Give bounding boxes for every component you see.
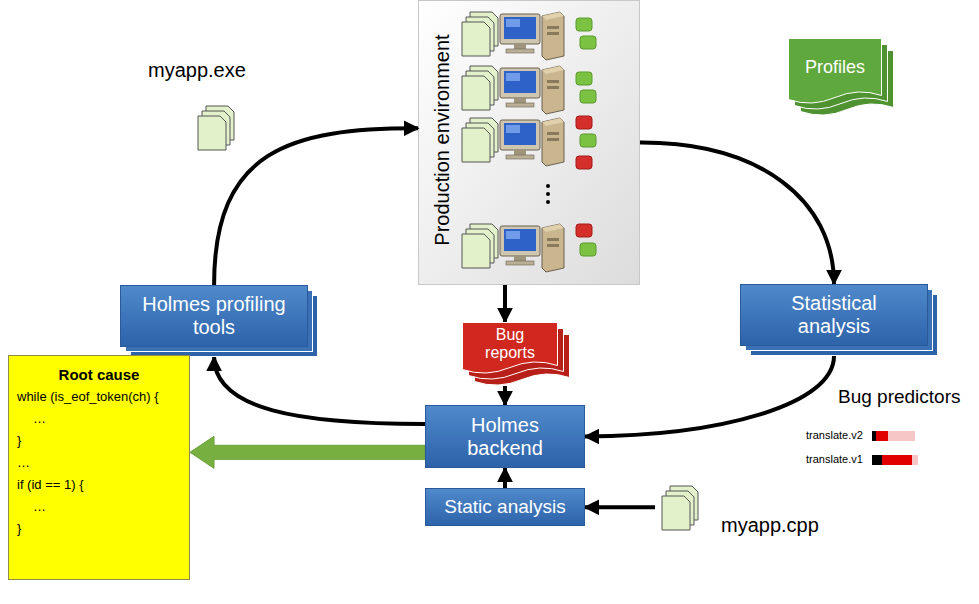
document-label: Profiles xyxy=(805,57,865,78)
result-arrow xyxy=(190,436,425,468)
flow-arrow xyxy=(585,356,834,437)
flow-arrow xyxy=(214,357,425,424)
box-heading: Root cause xyxy=(17,364,181,386)
legend-heading: Bug predictors xyxy=(838,386,961,408)
document-label: Bug reports xyxy=(474,326,546,363)
code-line: while (is_eof_token(ch) { xyxy=(17,386,181,408)
text-area: Profiles xyxy=(788,38,882,96)
process-box: Holmes profiling tools xyxy=(120,285,318,357)
code-line: if (id == 1) { xyxy=(17,474,181,496)
code-line: } xyxy=(17,430,181,452)
environment-panel: Production environment xyxy=(418,0,640,285)
profiles-document: Profiles xyxy=(788,38,894,116)
root-cause-box: Root causewhile (is_eof_token(ch) {…}…if… xyxy=(8,355,190,580)
code-line: } xyxy=(17,518,181,540)
flow-arrow xyxy=(503,386,507,405)
text-area: Holmes backend xyxy=(425,405,585,468)
flow-arrow xyxy=(214,128,418,285)
text-area: Holmes profiling tools xyxy=(120,285,308,347)
text-area: Statistical analysis xyxy=(740,284,928,346)
code-line: … xyxy=(17,496,181,518)
box-label: Statistical analysis xyxy=(754,292,914,338)
box-label: Static analysis xyxy=(444,496,565,518)
file-name: myapp.cpp xyxy=(721,514,819,537)
flow-arrow xyxy=(640,142,834,284)
process-box: Static analysis xyxy=(425,488,585,526)
file-icon: myapp.exe xyxy=(140,55,260,155)
bug-reports-document: Bug reports xyxy=(462,322,570,386)
process-box: Holmes backend xyxy=(425,405,585,468)
box-label: Holmes profiling tools xyxy=(134,293,294,339)
flow-arrow xyxy=(503,468,507,488)
text-area: Bug reports xyxy=(462,322,558,366)
code-line: … xyxy=(17,408,181,430)
box-label: Holmes backend xyxy=(437,414,573,460)
code-line: … xyxy=(17,452,181,474)
bar-label: translate.v2 xyxy=(806,429,863,441)
vertical-label: Production environment xyxy=(430,5,454,275)
file-icon: myapp.cpp xyxy=(655,480,835,558)
process-box: Statistical analysis xyxy=(740,284,938,356)
bar-label: translate.v1 xyxy=(806,453,863,465)
text-area: Static analysis xyxy=(425,488,585,526)
file-name: myapp.exe xyxy=(148,59,246,82)
node-outline xyxy=(788,38,894,116)
flow-arrow xyxy=(503,285,507,322)
flow-arrow xyxy=(585,505,655,509)
